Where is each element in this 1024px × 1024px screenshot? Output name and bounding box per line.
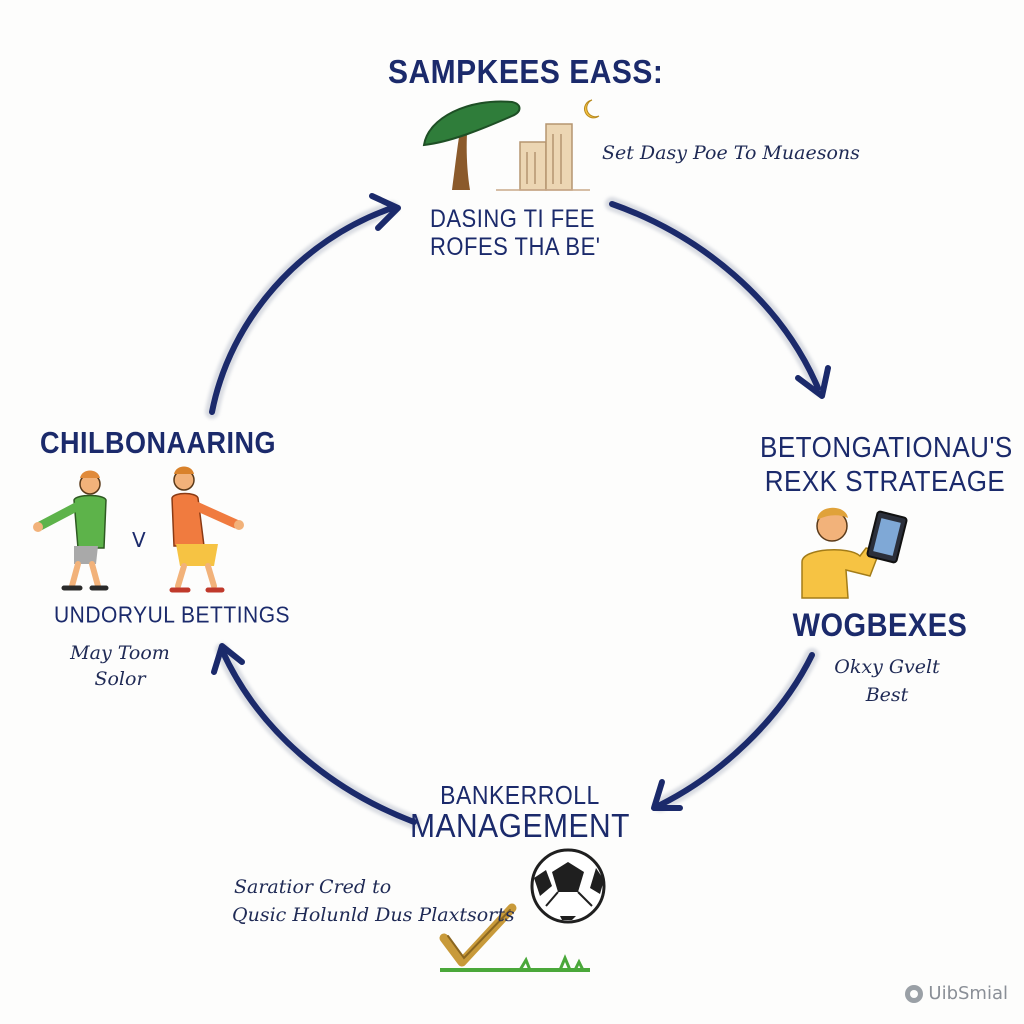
player-right-icon: [169, 466, 244, 593]
left-note-line2: Solor: [94, 668, 146, 690]
arrow-left-to-top: [209, 193, 401, 415]
moon-icon: [584, 99, 600, 119]
player-left-icon: [33, 470, 109, 591]
bottom-note-line2: Qusic Holunld Dus Plaxtsorts: [232, 904, 515, 926]
right-heading-line2: REXK STRATEAGE: [764, 464, 1006, 498]
checkmark-icon: [439, 903, 590, 972]
person-tablet-icon: [801, 507, 908, 599]
arrow-right-to-bottom: [651, 652, 815, 811]
watermark-logo-icon: [905, 984, 924, 1003]
diagram-title: SAMPKEES EASS:: [388, 53, 664, 91]
bottom-heading-line2: MANAGEMENT: [410, 807, 631, 845]
left-note-line1: May Toom: [70, 642, 170, 664]
right-heading-line1: BETONGATIONAU'S: [760, 430, 1013, 464]
right-note-line1: Okxy Gvelt: [834, 656, 940, 678]
watermark: UibSmial: [905, 983, 1008, 1004]
arrow-top-to-right: [609, 201, 831, 399]
right-subheading: WOGBEXES: [792, 608, 968, 644]
left-subheading: UNDORYUL BETTINGS: [54, 602, 291, 629]
right-note-line2: Best: [865, 684, 909, 706]
top-label-line2: ROFES THA BE': [430, 232, 601, 261]
watermark-text: UibSmial: [928, 983, 1008, 1004]
soccer-ball-icon: [530, 848, 606, 924]
building-icon: [496, 123, 590, 191]
top-label-line1: DASING TI FEE: [430, 204, 596, 233]
bottom-heading-line1: BANKERROLL: [440, 780, 600, 810]
arrow-bottom-to-left: [211, 643, 417, 825]
tree-icon: [422, 100, 521, 190]
bottom-note-line1: Saratior Cred to: [234, 876, 392, 898]
left-heading: CHILBONAARING: [40, 426, 276, 460]
versus-label: V: [132, 528, 146, 552]
top-caption: Set Dasy Poe To Muaesons: [602, 142, 860, 164]
